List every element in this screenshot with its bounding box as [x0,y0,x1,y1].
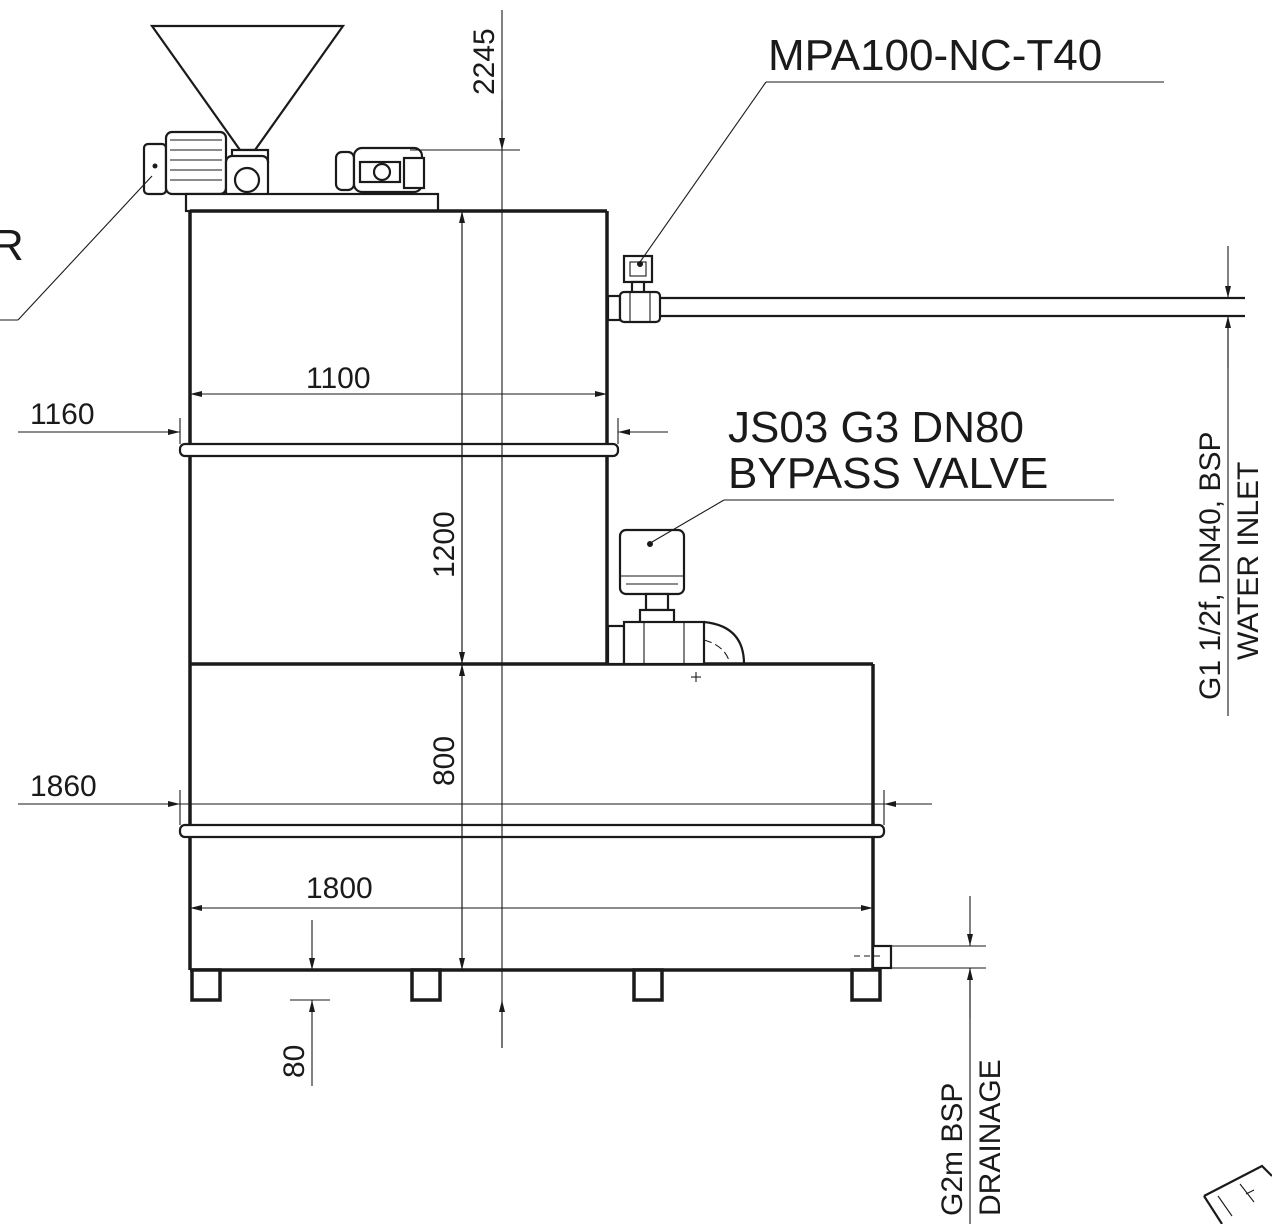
drainage-dimension [886,896,986,1224]
dim-2245-label: 2245 [468,28,501,95]
dim-1160-label: 1160 [30,398,95,431]
left-callout [0,175,153,321]
dim-1800-label: 1800 [306,872,373,905]
isometric-view-symbol [1203,1164,1272,1224]
tank-feet [190,968,882,1002]
left-partial-label: R [0,221,24,270]
bypass-valve-label: BYPASS VALVE [728,449,1048,498]
lower-tank [178,662,886,972]
dim-800-label: 800 [428,736,461,786]
upper-tank [178,209,620,664]
dim-tank-heights: 1200 800 [428,211,465,970]
drainage-spec: G2m BSP [936,1083,969,1216]
dim-1100-label: 1100 [306,362,371,395]
top-plate [184,192,440,213]
water-inlet-spec: G1 1/2f, DN40, BSP [1194,432,1227,700]
dim-overall-height: 2245 [410,10,520,1048]
bypass-valve-callout [647,499,1114,547]
mixer-motor [334,146,426,194]
dim-upper-width: 1100 [190,362,607,397]
dim-feet-height: 80 [278,920,330,1086]
motor-valve-callout [637,81,1164,267]
water-inlet-label: WATER INLET [1232,462,1265,660]
drainage-label: DRAINAGE [974,1059,1007,1216]
motorized-inlet-valve [606,254,1245,324]
dim-1860-label: 1860 [30,770,97,803]
dim-lower-flange: 1860 [18,770,932,825]
dim-80-label: 80 [278,1045,311,1078]
dim-lower-width: 1800 [190,872,873,911]
bypass-valve [606,528,746,682]
dim-1200-label: 1200 [428,511,461,578]
bypass-valve-spec: JS03 G3 DN80 [728,403,1024,452]
motor-valve-label: MPA100-NC-T40 [768,31,1102,80]
drain-outlet [854,944,893,970]
dim-upper-flange: 1160 [18,398,668,444]
